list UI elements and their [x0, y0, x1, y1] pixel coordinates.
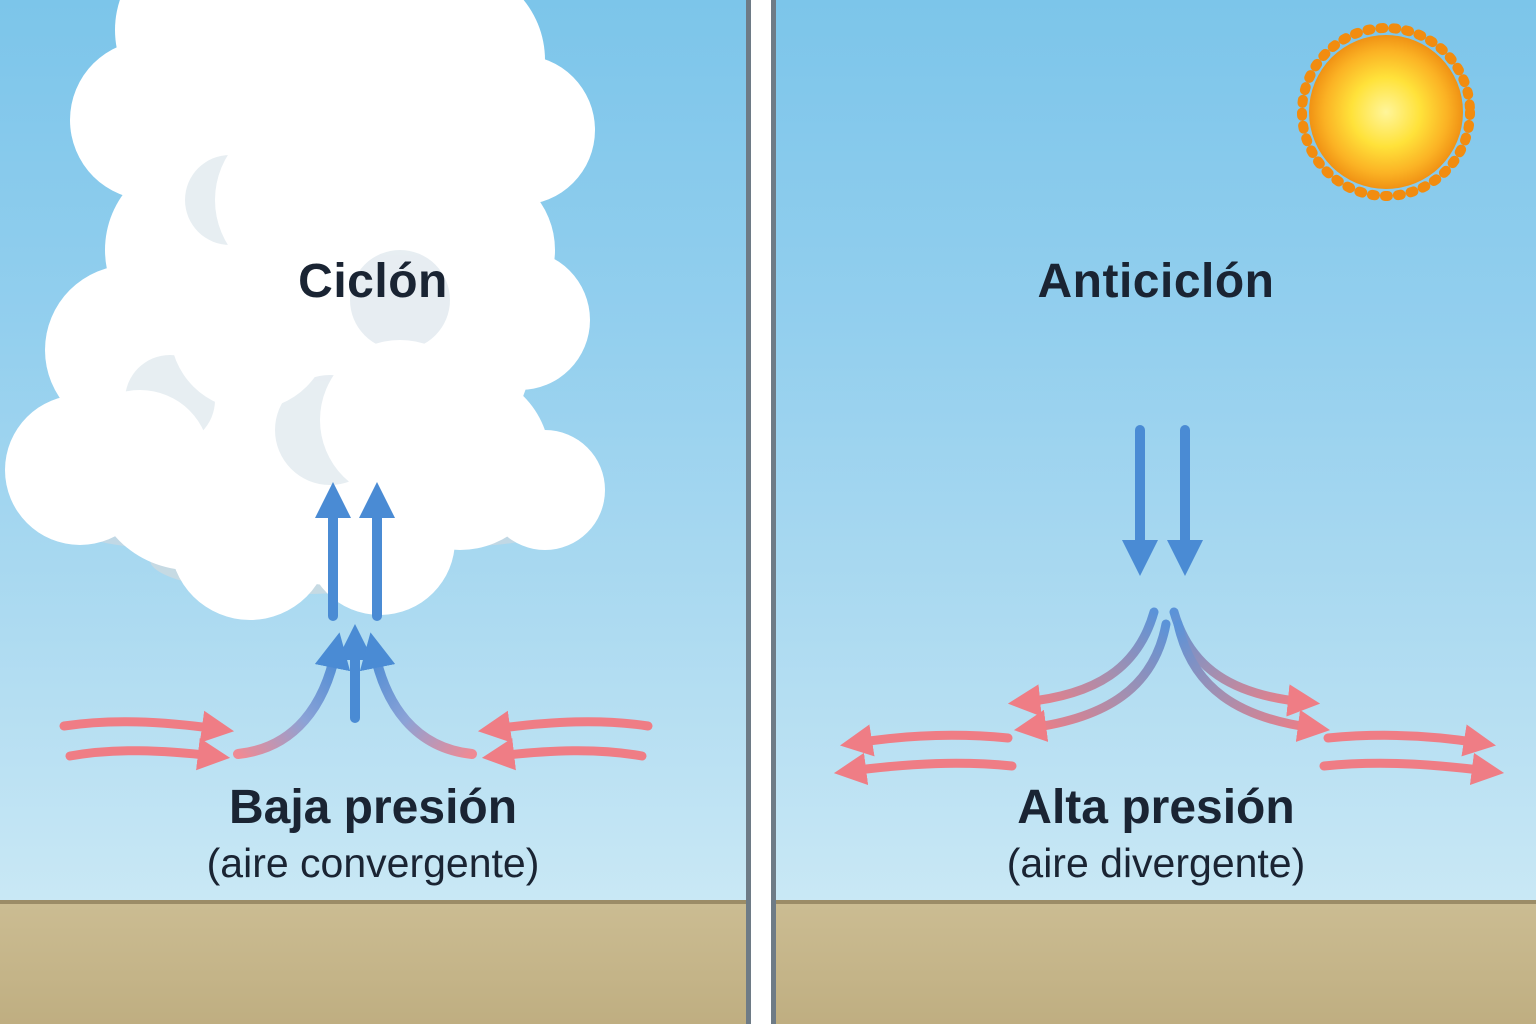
divergent-air-label: (aire divergente) [1006, 840, 1306, 886]
cumulus-cloud-icon [5, 0, 605, 620]
divergent-arrows-icon [833, 724, 1505, 786]
ground-left [0, 900, 746, 1024]
anticyclone-panel: Anticiclón Alta presión (aire divergente… [776, 0, 1536, 1024]
convergent-arrows-icon [59, 710, 653, 771]
downdraft-arrows-icon [1122, 425, 1203, 576]
divergence-curve-arrows-icon [1007, 607, 1331, 742]
cyclone-artwork [5, 0, 653, 771]
high-pressure-label: Alta presión [1017, 781, 1295, 834]
ground-right [776, 900, 1536, 1024]
cyclone-title: Ciclón [298, 255, 448, 308]
anticyclone-title: Anticiclón [1037, 255, 1275, 308]
anticyclone-artwork [833, 23, 1505, 786]
cyclone-panel: Ciclón Baja presión (aire convergente) [0, 0, 746, 1024]
sun-icon [1297, 23, 1475, 201]
panel-divider [746, 0, 776, 1024]
updraft-arrows-icon [233, 482, 477, 759]
low-pressure-label: Baja presión [228, 781, 518, 834]
convergent-air-label: (aire convergente) [206, 840, 540, 886]
